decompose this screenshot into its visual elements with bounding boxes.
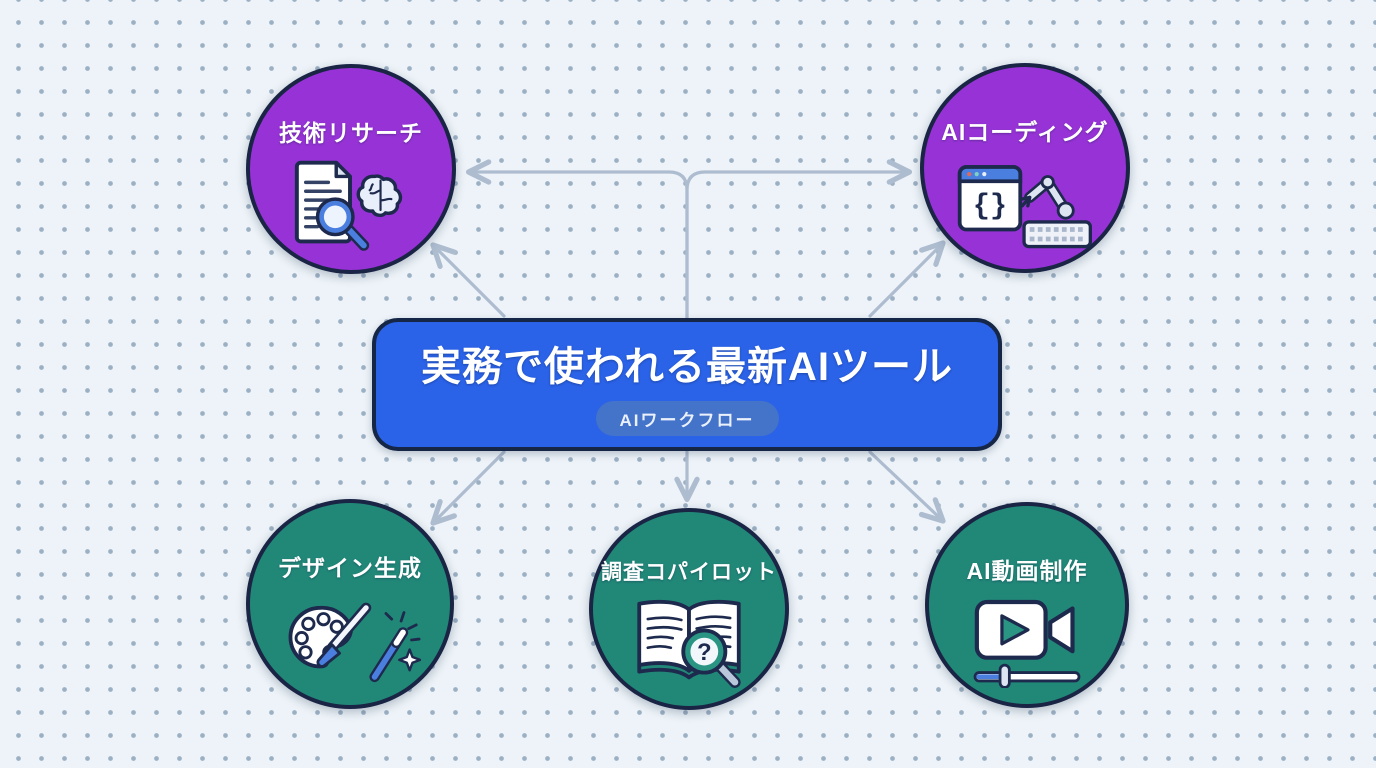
svg-text:{}: {} bbox=[973, 189, 1007, 222]
document-search-brain-icon bbox=[294, 160, 403, 251]
node-ai-video: AI動画制作 bbox=[925, 502, 1129, 708]
video-camera-slider-icon bbox=[973, 599, 1081, 688]
center-topic-box: 実務で使われる最新AIツール AIワークフロー bbox=[372, 318, 1002, 451]
node-label: AIコーディング bbox=[941, 119, 1109, 145]
arrow-to-design-generation bbox=[430, 450, 506, 526]
palette-brush-wand-icon bbox=[288, 602, 421, 683]
node-ai-coding: AIコーディング {} bbox=[920, 63, 1130, 273]
node-tech-research: 技術リサーチ bbox=[246, 64, 456, 274]
arrow-diagonal-up-left bbox=[430, 242, 506, 318]
node-label: 技術リサーチ bbox=[279, 120, 423, 146]
node-research-copilot: 調査コパイロット ? bbox=[589, 508, 789, 710]
arrow-to-ai-coding bbox=[685, 159, 913, 320]
arrow-to-ai-video bbox=[868, 450, 946, 524]
arrow-diagonal-up-right bbox=[868, 240, 946, 318]
code-window-robot-arm-icon: {} bbox=[957, 165, 1092, 249]
open-book-magnifier-icon: ? bbox=[637, 599, 741, 688]
svg-text:?: ? bbox=[697, 639, 712, 666]
arrow-to-tech-research bbox=[465, 159, 689, 320]
node-label: デザイン生成 bbox=[278, 555, 422, 581]
node-label: 調査コパイロット bbox=[601, 561, 777, 584]
diagram-title: 実務で使われる最新AIツール bbox=[421, 344, 953, 389]
node-label: AI動画制作 bbox=[966, 558, 1088, 584]
workflow-badge: AIワークフロー bbox=[595, 400, 779, 436]
node-design-generation: デザイン生成 bbox=[246, 499, 454, 709]
